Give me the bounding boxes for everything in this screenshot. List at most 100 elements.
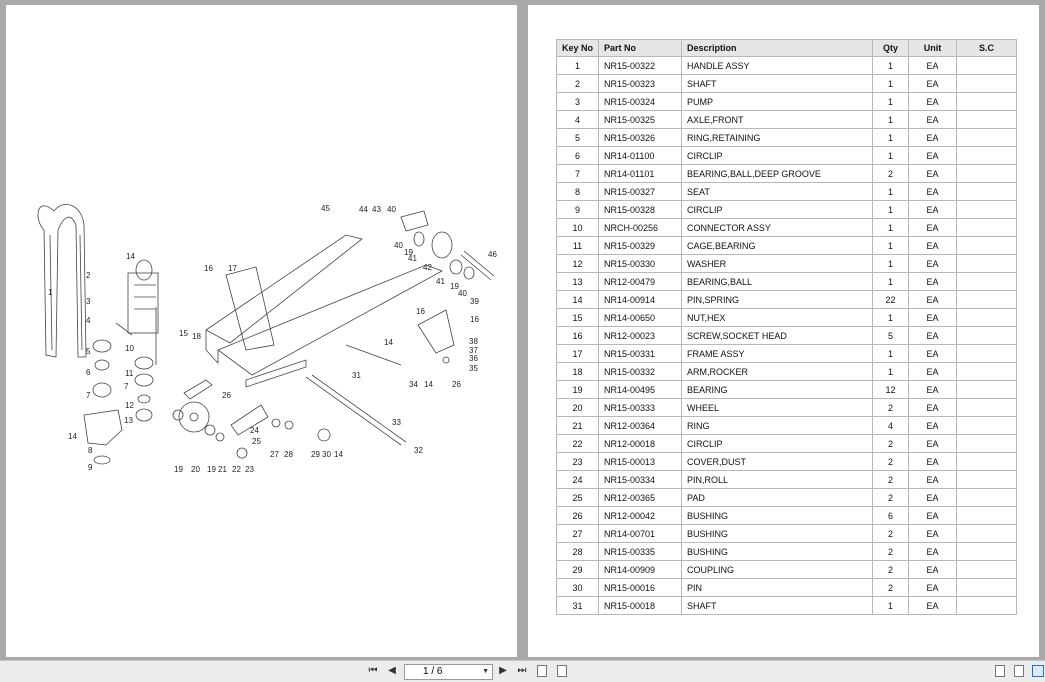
next-page-icon[interactable]: ▶ bbox=[499, 665, 507, 676]
cell-qty: 1 bbox=[872, 56, 910, 75]
cell-part-no: NR15-00330 bbox=[598, 254, 683, 273]
cell-sc bbox=[956, 362, 1018, 381]
cell-qty: 1 bbox=[872, 128, 910, 147]
cell-sc bbox=[956, 218, 1018, 237]
cell-part-no: NR14-01100 bbox=[598, 146, 683, 165]
cell-unit: EA bbox=[908, 398, 958, 417]
cell-key-no: 7 bbox=[555, 164, 600, 183]
first-page-icon[interactable]: ⏮ bbox=[368, 665, 378, 676]
previous-page-icon[interactable]: ◀ bbox=[388, 665, 396, 676]
cell-description: NUT,HEX bbox=[681, 308, 874, 327]
callout-label: 19 bbox=[174, 465, 183, 474]
cell-unit: EA bbox=[908, 416, 958, 435]
callout-label: 19 bbox=[404, 248, 413, 257]
cell-key-no: 9 bbox=[555, 200, 600, 219]
cell-description: CONNECTOR ASSY bbox=[681, 218, 874, 237]
chevron-down-icon: ▼ bbox=[482, 668, 489, 675]
cell-qty: 2 bbox=[872, 398, 910, 417]
cell-unit: EA bbox=[908, 560, 958, 579]
cell-qty: 6 bbox=[872, 506, 910, 525]
cell-unit: EA bbox=[908, 200, 958, 219]
cell-unit: EA bbox=[908, 596, 958, 615]
cell-unit: EA bbox=[908, 524, 958, 543]
cell-qty: 2 bbox=[872, 488, 910, 507]
header-part-no: Part No bbox=[598, 39, 683, 57]
cell-part-no: NR15-00323 bbox=[598, 74, 683, 93]
cell-unit: EA bbox=[908, 434, 958, 453]
callout-label: 46 bbox=[488, 250, 497, 259]
cell-key-no: 13 bbox=[555, 272, 600, 291]
callout-label: 14 bbox=[68, 432, 77, 441]
cell-qty: 4 bbox=[872, 416, 910, 435]
cell-sc bbox=[956, 344, 1018, 363]
callout-label: 30 bbox=[322, 450, 331, 459]
cell-qty: 1 bbox=[872, 236, 910, 255]
cell-qty: 1 bbox=[872, 74, 910, 93]
cell-key-no: 15 bbox=[555, 308, 600, 327]
cell-sc bbox=[956, 380, 1018, 399]
cell-part-no: NR15-00324 bbox=[598, 92, 683, 111]
fit-page-icon[interactable] bbox=[557, 665, 567, 677]
callout-label: 6 bbox=[86, 368, 91, 377]
cell-qty: 2 bbox=[872, 542, 910, 561]
cell-unit: EA bbox=[908, 218, 958, 237]
cell-unit: EA bbox=[908, 272, 958, 291]
cell-description: BUSHING bbox=[681, 524, 874, 543]
cell-qty: 1 bbox=[872, 218, 910, 237]
cell-sc bbox=[956, 272, 1018, 291]
callout-label: 45 bbox=[321, 204, 330, 213]
cell-unit: EA bbox=[908, 182, 958, 201]
cell-unit: EA bbox=[908, 164, 958, 183]
two-page-icon[interactable] bbox=[1032, 665, 1044, 677]
callout-label: 28 bbox=[284, 450, 293, 459]
single-page-icon[interactable] bbox=[995, 665, 1005, 677]
cell-key-no: 18 bbox=[555, 362, 600, 381]
callout-label: 17 bbox=[228, 264, 237, 273]
cell-sc bbox=[956, 398, 1018, 417]
header-unit: Unit bbox=[908, 39, 958, 57]
cell-key-no: 4 bbox=[555, 110, 600, 129]
cell-part-no: NR14-00495 bbox=[598, 380, 683, 399]
cell-qty: 5 bbox=[872, 326, 910, 345]
cell-part-no: NR15-00328 bbox=[598, 200, 683, 219]
callout-label: 34 bbox=[409, 380, 418, 389]
fit-width-icon[interactable] bbox=[537, 665, 547, 677]
cell-qty: 1 bbox=[872, 110, 910, 129]
cell-key-no: 28 bbox=[555, 542, 600, 561]
cell-key-no: 22 bbox=[555, 434, 600, 453]
header-sc: S.C bbox=[956, 39, 1018, 57]
callout-label: 14 bbox=[126, 252, 135, 261]
cell-key-no: 16 bbox=[555, 326, 600, 345]
cell-part-no: NR14-00914 bbox=[598, 290, 683, 309]
cell-key-no: 10 bbox=[555, 218, 600, 237]
page-number-select[interactable]: 1 / 6 ▼ bbox=[404, 664, 493, 680]
cell-sc bbox=[956, 326, 1018, 345]
cell-sc bbox=[956, 524, 1018, 543]
cell-unit: EA bbox=[908, 362, 958, 381]
cell-qty: 2 bbox=[872, 164, 910, 183]
cell-key-no: 19 bbox=[555, 380, 600, 399]
callout-label: 20 bbox=[191, 465, 200, 474]
callout-label: 26 bbox=[222, 391, 231, 400]
cell-qty: 12 bbox=[872, 380, 910, 399]
continuous-page-icon[interactable] bbox=[1014, 665, 1024, 677]
cell-description: FRAME ASSY bbox=[681, 344, 874, 363]
callout-label: 29 bbox=[311, 450, 320, 459]
callout-label: 2 bbox=[86, 271, 91, 280]
last-page-icon[interactable]: ⏭ bbox=[517, 665, 527, 676]
callout-label: 1 bbox=[48, 288, 53, 297]
cell-description: RING bbox=[681, 416, 874, 435]
